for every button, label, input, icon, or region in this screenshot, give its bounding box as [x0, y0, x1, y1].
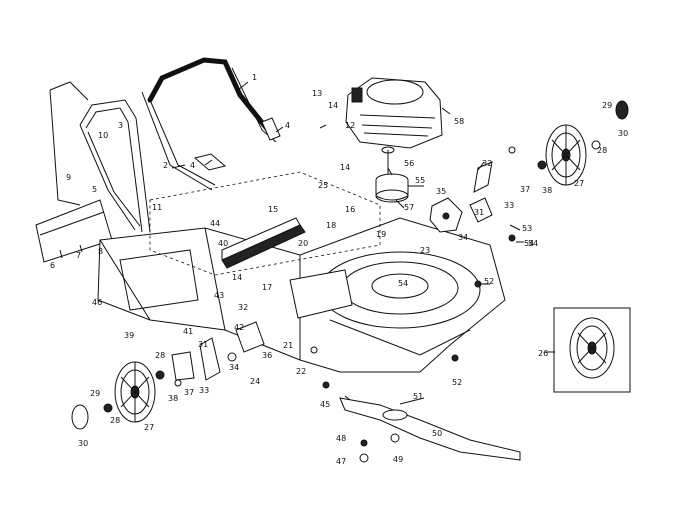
- front-wheel-left: [114, 361, 156, 423]
- part-label-54-alt1: 54: [398, 279, 408, 288]
- part-label-24: 24: [250, 377, 260, 386]
- part-label-36: 36: [262, 351, 272, 360]
- part-label-50: 50: [432, 429, 442, 438]
- part-label-45: 45: [320, 400, 330, 409]
- part-label-34-alt1: 34: [229, 363, 239, 372]
- part-label-18: 18: [326, 221, 336, 230]
- part-label-54-alt2: 54: [528, 239, 538, 248]
- part-label-4: 4: [285, 121, 290, 130]
- part-label-30-alt1: 30: [78, 439, 88, 448]
- part-label-10: 10: [98, 131, 108, 140]
- part-label-12: 12: [345, 121, 355, 130]
- part-label-29: 29: [602, 101, 612, 110]
- part-label-9: 9: [66, 173, 71, 182]
- part-label-28: 28: [597, 146, 607, 155]
- part-label-34: 34: [458, 233, 468, 242]
- part-label-44: 44: [210, 219, 220, 228]
- part-label-26: 26: [538, 349, 548, 358]
- part-label-8: 8: [98, 247, 103, 256]
- part-label-21: 21: [283, 341, 293, 350]
- part-label-52-alt1: 52: [452, 378, 462, 387]
- part-label-42: 42: [234, 323, 244, 332]
- part-label-16: 16: [345, 205, 355, 214]
- part-label-28-alt2: 28: [110, 416, 120, 425]
- part-label-40: 40: [218, 239, 228, 248]
- part-label-6: 6: [50, 261, 55, 270]
- part-label-29-alt1: 29: [90, 389, 100, 398]
- part-label-32: 32: [482, 159, 492, 168]
- part-label-55: 55: [415, 176, 425, 185]
- part-label-38: 38: [542, 186, 552, 195]
- part-label-19: 19: [376, 230, 386, 239]
- part-label-7: 7: [76, 251, 81, 260]
- part-label-4-alt1: 4: [190, 161, 195, 170]
- part-label-31-alt1: 31: [198, 340, 208, 349]
- part-label-39: 39: [124, 331, 134, 340]
- part-label-25: 25: [318, 181, 328, 190]
- part-label-31: 31: [474, 208, 484, 217]
- part-label-51: 51: [413, 392, 423, 401]
- part-label-43: 43: [214, 291, 224, 300]
- part-label-13: 13: [312, 89, 322, 98]
- part-label-37-alt1: 37: [184, 388, 194, 397]
- baffle: [221, 217, 306, 269]
- part-label-54: 54: [524, 239, 534, 248]
- part-label-49: 49: [393, 455, 403, 464]
- wheel-inset: [553, 307, 631, 393]
- part-label-35: 35: [436, 187, 446, 196]
- part-label-48: 48: [336, 434, 346, 443]
- part-label-58: 58: [454, 117, 464, 126]
- part-label-46: 46: [92, 298, 102, 307]
- part-label-14-alt2: 14: [232, 273, 242, 282]
- part-label-22: 22: [296, 367, 306, 376]
- lower-handle: [49, 81, 151, 233]
- part-label-33-alt1: 33: [199, 386, 209, 395]
- upper-handle: [141, 57, 281, 191]
- part-label-5: 5: [92, 185, 97, 194]
- hardware: [103, 140, 601, 463]
- part-label-14: 14: [328, 101, 338, 110]
- blade: [339, 397, 521, 461]
- engine: [345, 77, 443, 175]
- hubcap-right: [615, 100, 629, 120]
- blade-adapter: [375, 173, 409, 203]
- part-label-17: 17: [262, 283, 272, 292]
- drive-gear: [429, 197, 463, 233]
- leader-lines: [171, 81, 555, 405]
- part-label-15: 15: [268, 205, 278, 214]
- part-label-14-alt1: 14: [340, 163, 350, 172]
- part-label-3: 3: [118, 121, 123, 130]
- hubcap-left: [71, 404, 89, 430]
- part-label-41: 41: [183, 327, 193, 336]
- reference-outline: [149, 171, 381, 276]
- part-label-53: 53: [522, 224, 532, 233]
- part-label-11: 11: [152, 203, 162, 212]
- part-label-28-alt1: 28: [155, 351, 165, 360]
- part-label-57: 57: [404, 203, 414, 212]
- part-label-1: 1: [252, 73, 257, 82]
- part-label-47: 47: [336, 457, 346, 466]
- part-label-27-alt1: 27: [144, 423, 154, 432]
- part-label-23: 23: [420, 246, 430, 255]
- part-label-38-alt1: 38: [168, 394, 178, 403]
- part-label-2: 2: [163, 161, 168, 170]
- part-label-30: 30: [618, 129, 628, 138]
- rear-wheel-right: [545, 124, 587, 186]
- part-label-52: 52: [484, 277, 494, 286]
- part-label-27: 27: [574, 179, 584, 188]
- mower-deck: [97, 217, 506, 373]
- part-label-33: 33: [504, 201, 514, 210]
- part-label-56: 56: [404, 159, 414, 168]
- part-label-20: 20: [298, 239, 308, 248]
- part-label-37: 37: [520, 185, 530, 194]
- part-label-32-alt1: 32: [238, 303, 248, 312]
